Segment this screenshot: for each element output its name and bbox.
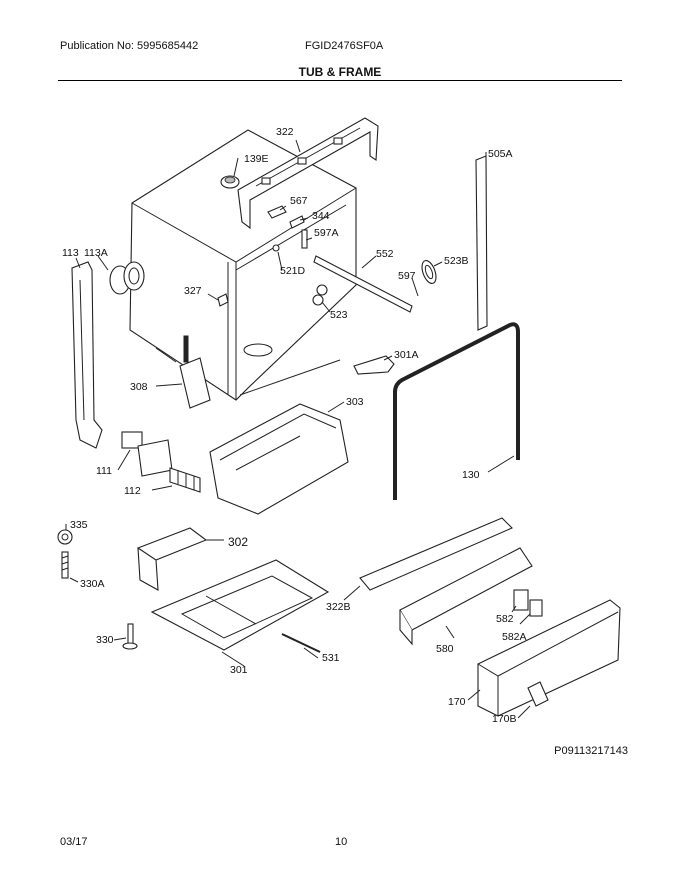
callout-322B: 322B	[326, 601, 351, 613]
callout-523B: 523B	[444, 255, 469, 267]
screw-330A-drawing	[61, 551, 69, 579]
callout-302: 302	[228, 535, 248, 549]
model-number: FGID2476SF0A	[305, 40, 384, 52]
screw-330-drawing	[122, 623, 138, 650]
callout-322: 322	[276, 126, 294, 138]
callout-344: 344	[312, 210, 330, 222]
strip-505A-drawing	[475, 155, 488, 331]
page-number: 10	[335, 836, 348, 848]
knob-170B-drawing	[527, 681, 549, 707]
rod-531-drawing	[281, 633, 321, 653]
callout-523: 523	[330, 309, 348, 321]
callout-130: 130	[462, 469, 480, 481]
callout-531: 531	[322, 652, 340, 664]
part-139E-drawing	[220, 175, 240, 189]
diagram-id: P09113217143	[554, 745, 628, 757]
callout-567: 567	[290, 195, 308, 207]
tub-drawing	[129, 129, 357, 401]
callout-580: 580	[436, 643, 454, 655]
bracket-301A-drawing	[353, 355, 395, 375]
callout-170: 170	[448, 696, 466, 708]
control-580-drawing	[399, 547, 533, 646]
rail-322B-drawing	[359, 517, 513, 591]
callout-303: 303	[346, 396, 364, 408]
parts-582-drawing	[513, 589, 543, 617]
tray-302-drawing	[136, 527, 208, 591]
hose-112-drawing	[169, 467, 201, 493]
top-bracket-drawing	[237, 117, 379, 230]
connector-523-drawing	[312, 284, 328, 306]
callout-330A: 330A	[80, 578, 105, 590]
callout-308: 308	[130, 381, 148, 393]
base-frame-303-drawing	[209, 403, 349, 515]
callout-113A: 113A	[84, 247, 108, 259]
callout-582: 582	[496, 613, 514, 625]
gasket-130-drawing	[393, 322, 520, 500]
publication-number: Publication No: 5995685442	[60, 40, 199, 52]
callout-170B: 170B	[492, 713, 517, 725]
callout-552: 552	[376, 248, 394, 260]
actuator-308-drawing	[155, 335, 211, 409]
clip-327-drawing	[217, 293, 229, 307]
grommet-523B-drawing	[421, 259, 437, 285]
callout-labels: 322 139E 567 344 597A 552 523B 597 521D …	[62, 126, 527, 725]
rod-552-drawing	[313, 255, 413, 313]
base-pan-301-drawing	[150, 559, 330, 651]
callout-111: 111	[96, 465, 112, 477]
callout-335: 335	[70, 519, 88, 531]
callout-113: 113	[62, 247, 79, 259]
callout-330: 330	[96, 634, 114, 646]
callout-597: 597	[398, 270, 416, 282]
header-divider	[58, 80, 622, 81]
console-170-drawing	[477, 599, 621, 717]
callout-301: 301	[230, 664, 248, 676]
callout-582A: 582A	[502, 631, 527, 643]
callout-112: 112	[124, 485, 141, 497]
callout-301A: 301A	[394, 349, 419, 361]
callout-327: 327	[184, 285, 202, 297]
nut-335-drawing	[57, 529, 73, 545]
callout-597A: 597A	[314, 227, 339, 239]
callout-139E: 139E	[244, 153, 269, 165]
leader-lines	[65, 139, 531, 719]
callout-505A: 505A	[488, 148, 513, 160]
callout-521D: 521D	[280, 265, 306, 277]
footer-date: 03/17	[60, 836, 88, 848]
section-title: TUB & FRAME	[298, 65, 382, 79]
pump-111-drawing	[121, 431, 173, 477]
side-bracket-113-drawing	[71, 261, 145, 449]
